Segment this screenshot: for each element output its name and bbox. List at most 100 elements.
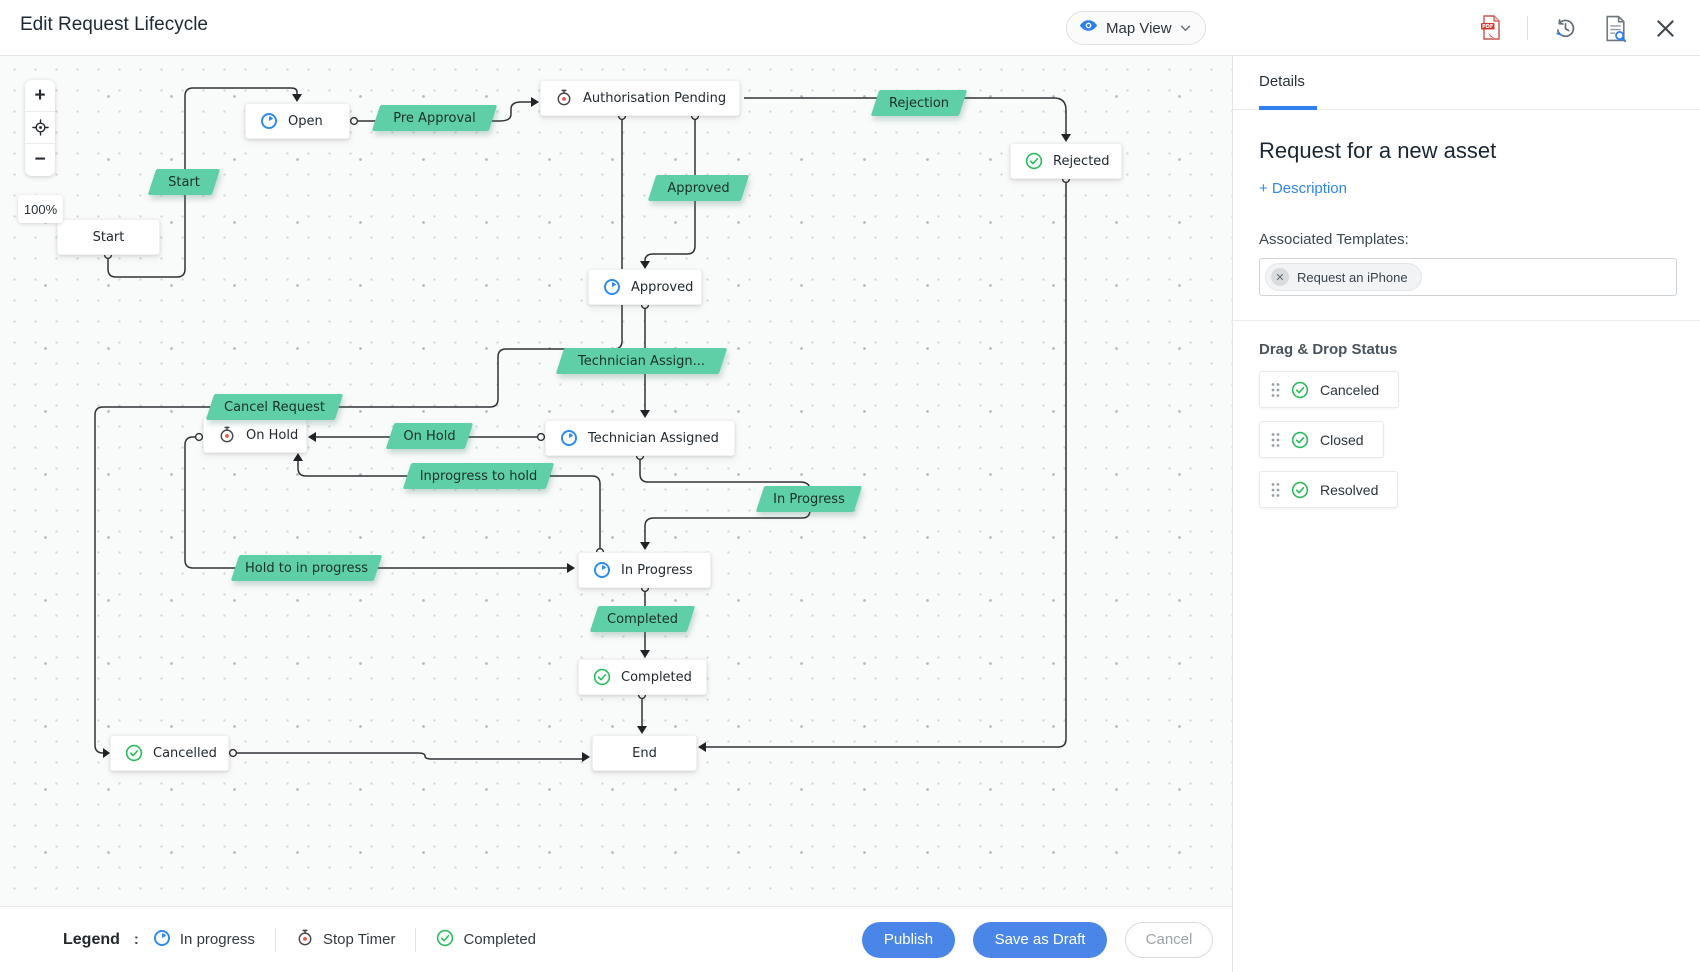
node-label: On Hold	[246, 427, 299, 443]
fit-view-button[interactable]	[25, 112, 55, 144]
completed-icon	[1291, 481, 1309, 499]
drag-handle-icon[interactable]	[1271, 382, 1280, 398]
transition-label-pre[interactable]: Pre Approval	[376, 105, 493, 131]
header-toolbar: PDF	[1477, 0, 1678, 56]
node-label: Rejected	[1053, 153, 1110, 169]
legend-item-completed: Completed	[436, 929, 536, 951]
export-pdf-icon[interactable]: PDF	[1477, 14, 1503, 42]
toolbar-divider	[1527, 16, 1528, 40]
status-node-end[interactable]: End	[592, 735, 697, 771]
save-as-draft-button[interactable]: Save as Draft	[973, 921, 1107, 958]
action-buttons: Publish Save as Draft Cancel	[862, 921, 1213, 958]
template-chip[interactable]: ✕ Request an iPhone	[1265, 263, 1422, 291]
map-view-selector[interactable]: Map View	[1066, 11, 1206, 45]
details-sidebar: Details Request for a new asset + Descri…	[1232, 56, 1700, 972]
drag-handle-icon[interactable]	[1271, 482, 1280, 498]
zoom-controls: + −	[25, 80, 55, 176]
add-description-link[interactable]: + Description	[1259, 180, 1347, 197]
in-progress-icon	[593, 561, 611, 579]
node-label: Completed	[621, 669, 692, 685]
status-item-resolved[interactable]: Resolved	[1259, 471, 1399, 508]
map-view-label: Map View	[1106, 19, 1172, 37]
status-label: Canceled	[1320, 381, 1380, 398]
transition-label-start[interactable]: Start	[152, 169, 216, 195]
status-node-inprogress[interactable]: In Progress	[578, 552, 711, 588]
in-progress-icon	[603, 278, 621, 296]
tab-details[interactable]: Details	[1259, 73, 1305, 90]
drag-drop-status-title: Drag & Drop Status	[1259, 341, 1398, 358]
status-node-approved[interactable]: Approved	[588, 269, 702, 305]
associated-templates-label: Associated Templates:	[1259, 231, 1409, 248]
legend-item-label: Completed	[463, 931, 537, 948]
transition-label-comp[interactable]: Completed	[594, 606, 691, 632]
zoom-out-button[interactable]: −	[34, 149, 46, 170]
template-chip-label: Request an iPhone	[1297, 269, 1408, 285]
cancel-button[interactable]: Cancel	[1125, 921, 1213, 958]
chevron-down-icon	[1180, 19, 1191, 37]
drag-drop-status-list: Canceled Closed Resolved	[1259, 358, 1676, 508]
remove-template-icon[interactable]: ✕	[1271, 268, 1289, 286]
transition-label-cancel[interactable]: Cancel Request	[210, 394, 339, 420]
legend-colon: :	[133, 931, 139, 948]
completed-icon	[125, 744, 143, 762]
status-item-closed[interactable]: Closed	[1259, 421, 1384, 458]
status-node-onhold[interactable]: On Hold	[203, 417, 307, 453]
history-icon[interactable]	[1552, 14, 1578, 42]
header: Edit Request Lifecycle Map View PDF	[0, 0, 1700, 56]
transition-label-inprog[interactable]: In Progress	[760, 486, 858, 512]
in-progress-icon	[153, 929, 171, 951]
transition-label-appr[interactable]: Approved	[652, 175, 745, 201]
status-node-auth[interactable]: Authorisation Pending	[540, 80, 740, 116]
transition-label-onhold[interactable]: On Hold	[390, 423, 469, 449]
tab-active-underline	[1259, 106, 1317, 110]
stop-timer-icon	[296, 929, 314, 951]
legend-item-label: Stop Timer	[322, 931, 396, 948]
document-preview-icon[interactable]	[1602, 14, 1628, 42]
stop-timer-icon	[555, 89, 573, 107]
status-node-cancelled[interactable]: Cancelled	[110, 735, 229, 771]
status-item-canceled[interactable]: Canceled	[1259, 371, 1400, 408]
completed-icon	[436, 929, 454, 951]
stop-timer-icon	[218, 426, 236, 444]
svg-text:PDF: PDF	[1482, 24, 1493, 30]
legend: Legend : In progress Stop Timer Complete…	[63, 927, 536, 952]
transition-label-hip[interactable]: Hold to in progress	[235, 555, 378, 581]
node-label: End	[632, 745, 657, 761]
footer-bar: Legend : In progress Stop Timer Complete…	[0, 906, 1232, 972]
completed-icon	[1291, 431, 1309, 449]
status-node-tech[interactable]: Technician Assigned	[545, 420, 735, 456]
node-label: Authorisation Pending	[583, 90, 727, 106]
node-label: Approved	[631, 279, 694, 295]
transition-label-iph[interactable]: Inprogress to hold	[407, 463, 550, 489]
page-title: Edit Request Lifecycle	[20, 14, 208, 35]
status-label: Closed	[1320, 431, 1364, 448]
status-node-rejected[interactable]: Rejected	[1010, 143, 1122, 179]
associated-templates-input[interactable]: ✕ Request an iPhone	[1259, 258, 1677, 296]
legend-label: Legend	[63, 930, 120, 948]
status-node-start[interactable]: Start	[57, 219, 160, 255]
transition-label-tech[interactable]: Technician Assign...	[560, 348, 723, 374]
completed-icon	[593, 668, 611, 686]
legend-divider	[415, 927, 417, 952]
sidebar-divider	[1233, 320, 1700, 321]
node-label: Cancelled	[153, 745, 217, 761]
legend-item-in-progress: In progress	[153, 929, 255, 951]
node-label: Start	[92, 229, 125, 245]
close-icon[interactable]	[1652, 14, 1678, 42]
node-label: Open	[288, 113, 323, 129]
zoom-in-button[interactable]: +	[25, 80, 55, 112]
legend-divider	[274, 927, 276, 952]
node-label: Technician Assigned	[588, 430, 719, 446]
completed-icon	[1025, 152, 1043, 170]
publish-button[interactable]: Publish	[862, 921, 955, 958]
status-node-open[interactable]: Open	[245, 103, 350, 139]
drag-handle-icon[interactable]	[1271, 432, 1280, 448]
legend-item-label: In progress	[179, 931, 255, 948]
status-node-completed[interactable]: Completed	[578, 659, 707, 695]
transition-label-rej[interactable]: Rejection	[875, 90, 963, 116]
zoom-level-indicator: 100%	[18, 195, 63, 223]
completed-icon	[1291, 381, 1309, 399]
node-label: In Progress	[621, 562, 693, 578]
